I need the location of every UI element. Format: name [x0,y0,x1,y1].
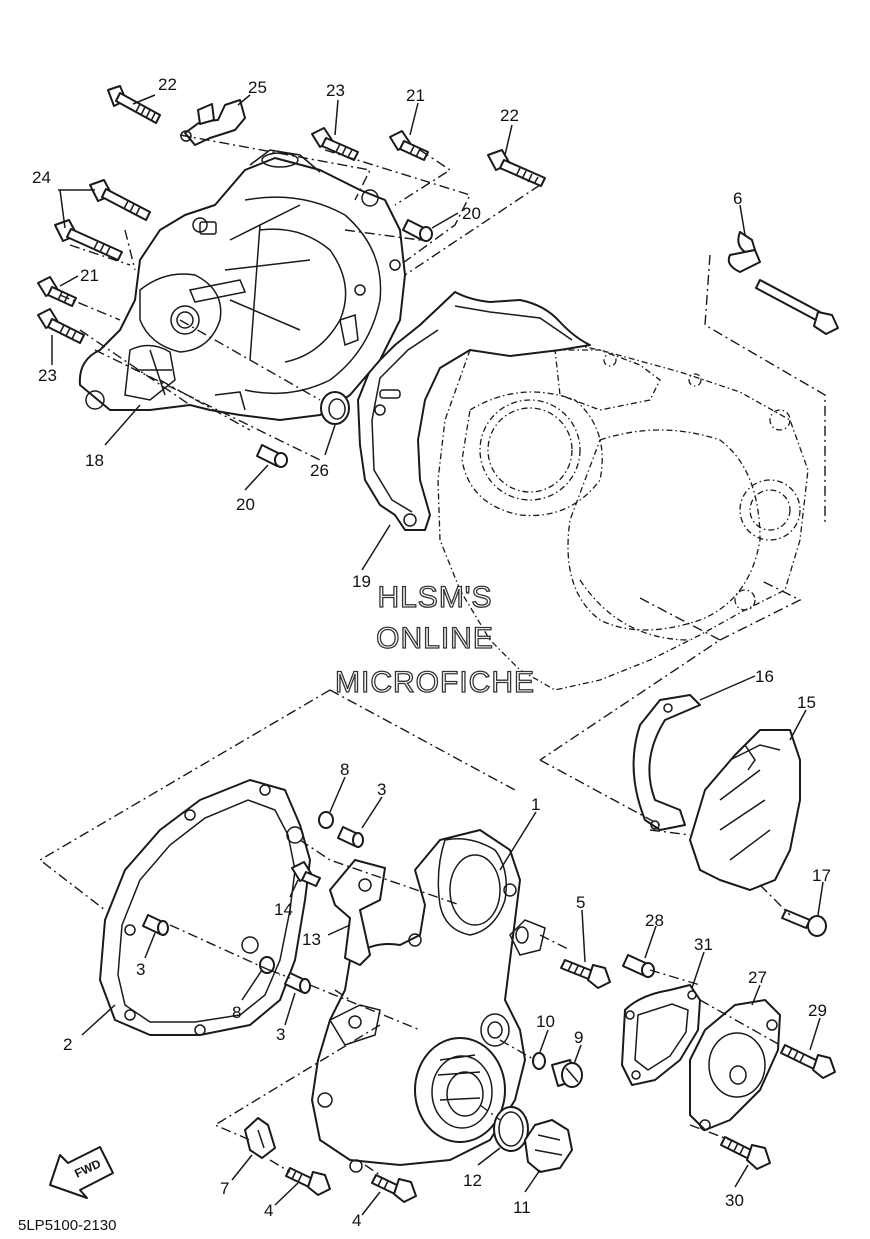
bolt-17 [781,909,827,937]
clip-7 [244,1117,276,1159]
clamp-6 [727,231,839,335]
callout-27: 27 [748,968,767,987]
callout-3-lower: 3 [276,1025,285,1044]
callout-11: 11 [513,1198,531,1217]
right-crankcase-cover-1 [311,829,546,1173]
callout-22-right: 22 [500,106,519,125]
bracket-25 [180,99,246,146]
callout-28: 28 [645,911,664,930]
callout-8-top: 8 [340,760,349,779]
o-ring-12 [493,1106,529,1152]
callout-9: 9 [574,1028,583,1047]
dowel-pin-3-c [284,972,311,994]
callout-31: 31 [694,935,713,954]
oil-seal-26 [320,391,350,425]
bolt-22-top [107,85,161,124]
plug-9 [551,1059,583,1088]
bolt-22-right [487,149,546,187]
callout-4-right: 4 [352,1211,361,1230]
watermark-line-3: MICROFICHE [335,666,535,699]
dowel-pin-20-upper [402,219,433,242]
gasket-31 [621,984,701,1086]
callout-17: 17 [812,866,831,885]
callout-18: 18 [85,451,104,470]
callout-23-left: 23 [38,366,57,385]
callout-23-top: 23 [326,81,345,100]
section-lines [38,134,826,1176]
diagram-code: 5LP5100-2130 [18,1217,116,1234]
bolt-30 [720,1136,771,1170]
bracket-13 [329,859,386,966]
callout-21-left: 21 [80,266,99,285]
callout-22-top: 22 [158,75,177,94]
bolt-23-top [311,127,359,161]
watermark-line-2: ONLINE [376,622,494,655]
callout-13: 13 [302,930,321,949]
callout-24: 24 [32,168,51,187]
dowel-pin-3-a [337,826,364,848]
plug-11 [524,1119,573,1173]
bolts-upper-left [37,85,546,344]
callout-6: 6 [733,189,742,208]
callout-16: 16 [755,667,774,686]
callout-29: 29 [808,1001,827,1020]
dowel-pin-20-lower [256,444,288,468]
callout-30: 30 [725,1191,744,1210]
clamp-16 [632,694,701,831]
o-ring-8-a [318,811,334,829]
watermark: HLSM'S ONLINE MICROFICHE [334,580,535,699]
bolt-24-upper [89,179,151,221]
bolt-23-left [37,308,85,344]
callout-19: 19 [352,572,371,591]
callout-25: 25 [248,78,267,97]
callout-26: 26 [310,461,329,480]
callout-12: 12 [463,1171,482,1190]
guard-15 [689,729,801,891]
bolt-21-top [389,130,429,161]
o-ring-10 [532,1052,546,1070]
dowel-pin-3-b [142,914,169,936]
dowel-pin-28 [622,954,655,978]
bolt-5 [560,959,611,989]
callout-2: 2 [63,1035,72,1054]
bolt-14 [291,861,321,887]
callout-4-left: 4 [264,1201,273,1220]
bolt-4-right [371,1174,417,1203]
callout-3-left: 3 [136,960,145,979]
callout-20-upper: 20 [462,204,481,223]
o-ring-8-b [259,956,275,974]
leader-lines [51,94,824,1216]
callout-21-top: 21 [406,86,425,105]
callout-3-top: 3 [377,780,386,799]
left-crankcase-cover-18 [78,149,406,421]
callout-15: 15 [797,693,816,712]
bolt-4-left [285,1167,331,1196]
callout-labels: 22 25 23 21 22 24 20 21 23 18 26 20 19 6… [32,75,831,1230]
bolt-24-lower [54,219,123,261]
crankcase-ghost [437,337,809,691]
fwd-arrow: FWD [49,1146,114,1199]
callout-20-lower: 20 [236,495,255,514]
callout-10: 10 [536,1012,555,1031]
watermark-line-1: HLSM'S [377,581,492,614]
callout-8-lower: 8 [232,1003,241,1022]
crankcase-gasket-19 [357,291,591,531]
callout-14: 14 [274,900,293,919]
bolt-29 [780,1044,836,1079]
callout-7: 7 [220,1179,229,1198]
callout-1: 1 [531,795,540,814]
callout-5: 5 [576,893,585,912]
bolt-21-left [37,276,77,307]
